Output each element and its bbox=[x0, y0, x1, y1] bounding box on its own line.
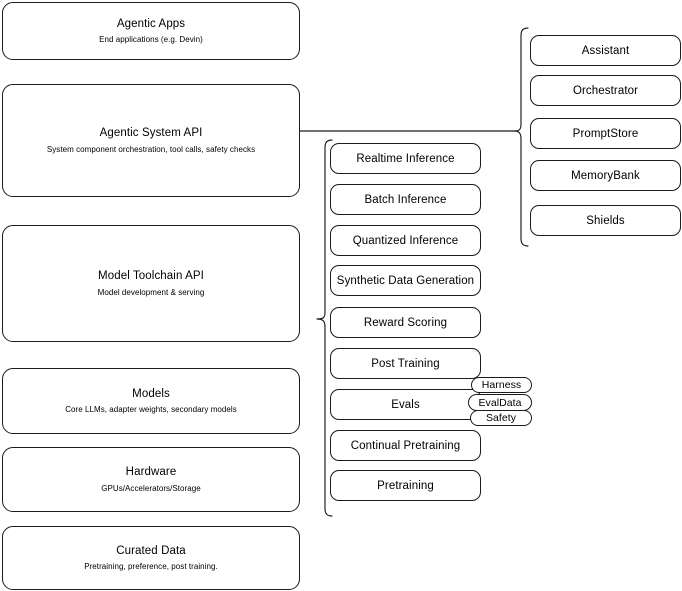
capability-reward-scoring[interactable]: Reward Scoring bbox=[330, 307, 481, 338]
capability-label: Realtime Inference bbox=[356, 152, 455, 165]
capability-quantized-inference[interactable]: Quantized Inference bbox=[330, 225, 481, 256]
capability-label: Post Training bbox=[371, 357, 440, 370]
capability-label: Pretraining bbox=[377, 479, 434, 492]
layer-subtitle: System component orchestration, tool cal… bbox=[46, 144, 256, 154]
component-assistant[interactable]: Assistant bbox=[530, 35, 681, 66]
layer-title: Agentic Apps bbox=[116, 17, 186, 30]
layer-subtitle: Model development & serving bbox=[97, 287, 205, 297]
eval-tag-label: EvalData bbox=[478, 396, 522, 409]
layer-title: Model Toolchain API bbox=[98, 270, 204, 283]
capability-evals[interactable]: Evals bbox=[330, 389, 481, 420]
layer-subtitle: Core LLMs, adapter weights, secondary mo… bbox=[65, 405, 237, 415]
capability-post-training[interactable]: Post Training bbox=[330, 348, 481, 379]
layer-agentic-system-api[interactable]: Agentic System API System component orch… bbox=[2, 84, 300, 197]
layer-subtitle: End applications (e.g. Devin) bbox=[99, 35, 203, 45]
component-promptstore[interactable]: PromptStore bbox=[530, 118, 681, 149]
capability-pretraining[interactable]: Pretraining bbox=[330, 470, 481, 501]
layer-subtitle: Pretraining, preference, post training. bbox=[84, 562, 218, 572]
capability-label: Reward Scoring bbox=[363, 316, 448, 329]
capability-label: Continual Pretraining bbox=[350, 439, 461, 452]
component-label: MemoryBank bbox=[571, 169, 640, 182]
component-label: Orchestrator bbox=[572, 84, 639, 97]
capability-synthetic-data-generation[interactable]: Synthetic Data Generation bbox=[330, 265, 481, 296]
capability-label: Quantized Inference bbox=[352, 234, 459, 247]
component-shields[interactable]: Shields bbox=[530, 205, 681, 236]
component-label: Shields bbox=[586, 214, 625, 227]
capability-label: Synthetic Data Generation bbox=[336, 274, 475, 287]
eval-tag-evaldata[interactable]: EvalData bbox=[468, 394, 532, 411]
component-label: PromptStore bbox=[572, 127, 639, 140]
layer-title: Models bbox=[132, 387, 170, 400]
component-label: Assistant bbox=[581, 44, 630, 57]
layer-models[interactable]: Models Core LLMs, adapter weights, secon… bbox=[2, 368, 300, 434]
layer-curated-data[interactable]: Curated Data Pretraining, preference, po… bbox=[2, 526, 300, 590]
eval-tag-harness[interactable]: Harness bbox=[471, 377, 532, 393]
eval-tag-safety[interactable]: Safety bbox=[470, 410, 532, 426]
eval-tag-label: Harness bbox=[481, 379, 522, 391]
layer-subtitle: GPUs/Accelerators/Storage bbox=[101, 483, 201, 493]
capability-label: Batch Inference bbox=[364, 193, 447, 206]
component-memorybank[interactable]: MemoryBank bbox=[530, 160, 681, 191]
capability-realtime-inference[interactable]: Realtime Inference bbox=[330, 143, 481, 174]
component-orchestrator[interactable]: Orchestrator bbox=[530, 75, 681, 106]
layer-title: Hardware bbox=[125, 466, 177, 479]
eval-tag-label: Safety bbox=[485, 412, 517, 424]
brace-toolchain-capabilities bbox=[316, 139, 333, 517]
layer-agentic-apps[interactable]: Agentic Apps End applications (e.g. Devi… bbox=[2, 2, 300, 60]
capability-batch-inference[interactable]: Batch Inference bbox=[330, 184, 481, 215]
layer-title: Agentic System API bbox=[99, 127, 203, 140]
layer-model-toolchain-api[interactable]: Model Toolchain API Model development & … bbox=[2, 225, 300, 342]
layer-title: Curated Data bbox=[116, 544, 186, 557]
brace-system-components bbox=[513, 27, 529, 247]
layer-hardware[interactable]: Hardware GPUs/Accelerators/Storage bbox=[2, 447, 300, 512]
capability-label: Evals bbox=[391, 398, 420, 411]
capability-continual-pretraining[interactable]: Continual Pretraining bbox=[330, 430, 481, 461]
